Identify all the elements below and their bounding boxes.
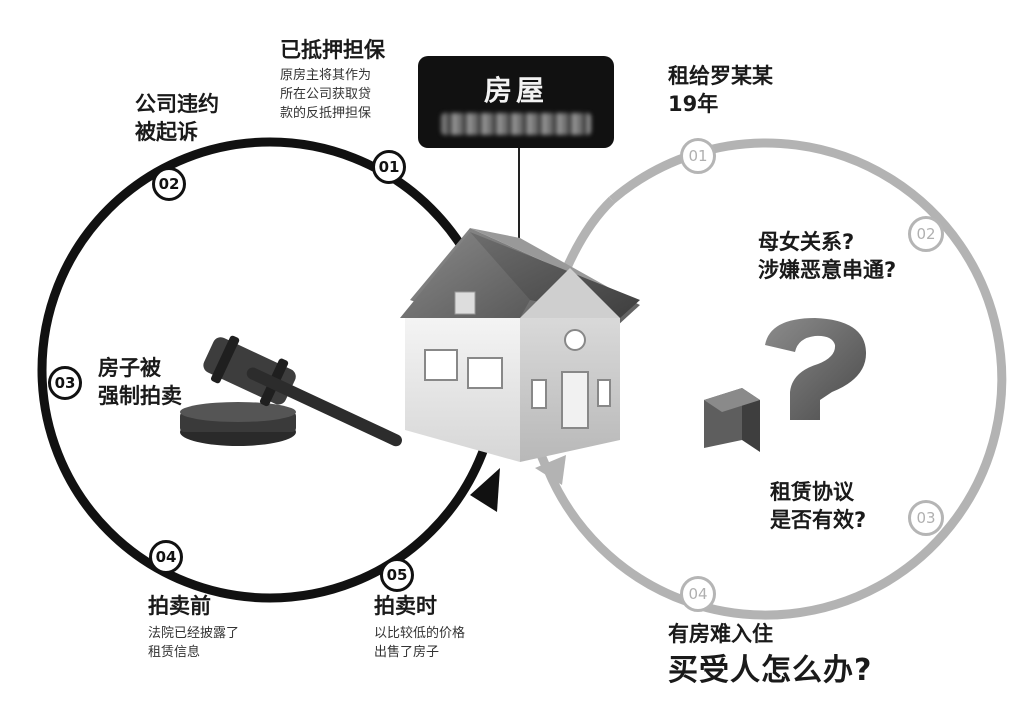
left-step-03-title: 房子被 强制拍卖 (98, 354, 182, 410)
title-line: 租给罗某某 (668, 64, 773, 88)
desc-line: 法院已经披露了 (148, 626, 240, 641)
left-step-04-desc: 法院已经披露了 租赁信息 (148, 624, 239, 662)
left-step-05-title: 拍卖时 (374, 594, 437, 618)
title-line: 19年 (668, 92, 719, 116)
desc-line: 所在公司获取贷 (280, 87, 372, 102)
desc-line: 租赁信息 (148, 645, 201, 660)
title-line: 租赁协议 (770, 480, 854, 504)
right-step-02-badge: 02 (908, 216, 944, 252)
title-line: 涉嫌恶意串通? (758, 258, 897, 282)
house-sign-title: 房屋 (483, 74, 548, 107)
desc-line: 以比较低的价格 (374, 626, 466, 641)
right-step-01-title: 租给罗某某 19年 (668, 62, 773, 118)
title-line: 母女关系? (758, 230, 855, 254)
right-step-04-title: 有房难入住 (668, 622, 773, 646)
left-step-01-title: 已抵押担保 (280, 38, 385, 62)
title-line: 是否有效? (770, 508, 867, 532)
title-line: 公司违约 (135, 92, 219, 116)
desc-line: 款的反抵押担保 (280, 106, 372, 121)
left-step-02-badge: 02 (152, 167, 186, 201)
right-step-01-badge: 01 (680, 138, 716, 174)
right-step-04-headline: 买受人怎么办? (668, 653, 873, 688)
desc-line: 出售了房子 (374, 645, 440, 660)
right-step-04-badge: 04 (680, 576, 716, 612)
title-line: 房子被 (98, 356, 161, 380)
left-step-01-badge: 01 (372, 150, 406, 184)
left-step-03-badge: 03 (48, 366, 82, 400)
title-line: 强制拍卖 (98, 384, 182, 408)
left-step-01-desc: 原房主将其作为 所在公司获取贷 款的反抵押担保 (280, 66, 371, 123)
left-step-05-desc: 以比较低的价格 出售了房子 (374, 624, 465, 662)
right-step-02-title: 母女关系? 涉嫌恶意串通? (758, 228, 896, 284)
right-step-03-badge: 03 (908, 500, 944, 536)
gavel-icon (180, 335, 402, 447)
left-step-05-badge: 05 (380, 558, 414, 592)
left-step-04-badge: 04 (149, 540, 183, 574)
house-sign-blurred-text (441, 113, 591, 135)
right-step-03-title: 租赁协议 是否有效? (770, 478, 866, 534)
title-line: 被起诉 (135, 120, 198, 144)
house-icon (400, 228, 640, 462)
left-step-04-title: 拍卖前 (148, 594, 211, 618)
left-step-02-title: 公司违约 被起诉 (135, 90, 219, 146)
question-mark-icon (704, 318, 867, 452)
desc-line: 原房主将其作为 (280, 68, 372, 83)
house-sign: 房屋 (418, 56, 614, 148)
